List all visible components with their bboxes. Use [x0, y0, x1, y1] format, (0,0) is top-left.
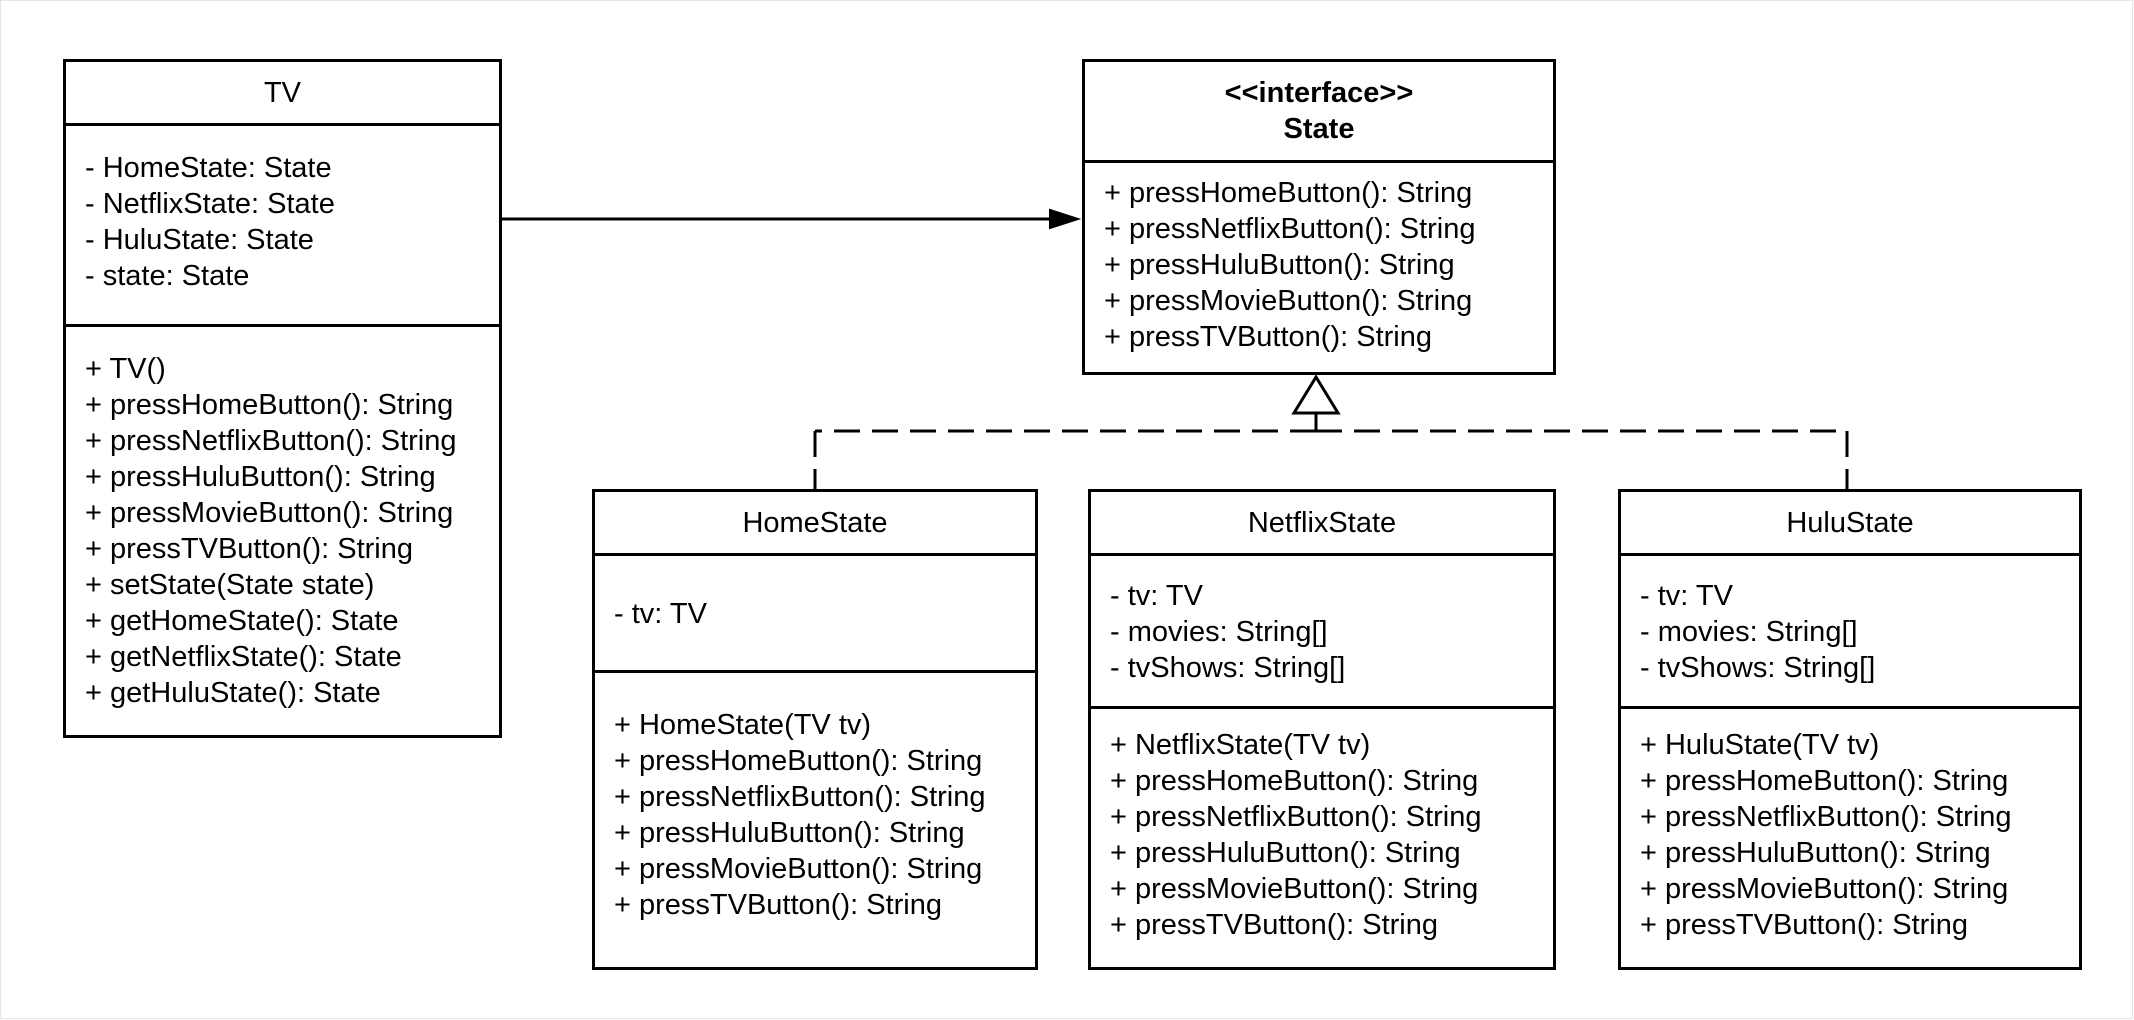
- operation: + TV(): [85, 353, 166, 385]
- class-tv-title: TV: [263, 76, 302, 109]
- attribute: - tv: TV: [1640, 580, 1733, 612]
- operation: + pressHuluButton(): String: [1104, 249, 1455, 281]
- attribute: - tvShows: String[]: [1640, 652, 1876, 684]
- class-hulustate-title: HuluState: [1786, 506, 1914, 539]
- class-hulustate-name: HuluState: [1621, 492, 2079, 556]
- operation: + pressTVButton(): String: [1640, 909, 1968, 941]
- class-homestate-attributes: - tv: TV: [595, 556, 1035, 673]
- class-homestate-title: HomeState: [742, 506, 888, 539]
- operation: + pressHomeButton(): String: [85, 389, 454, 421]
- class-hulustate-attributes: - tv: TV - movies: String[] - tvShows: S…: [1621, 556, 2079, 709]
- attribute: - HomeState: State: [85, 152, 332, 184]
- class-tv-attributes: - HomeState: State - NetflixState: State…: [66, 126, 499, 327]
- class-hulustate-operations: + HuluState(TV tv) + pressHomeButton(): …: [1621, 709, 2079, 967]
- attribute: - tv: TV: [614, 598, 707, 630]
- class-netflixstate-title: NetflixState: [1247, 506, 1397, 539]
- operation: + pressNetflixButton(): String: [614, 781, 986, 813]
- operation: + pressTVButton(): String: [614, 889, 942, 921]
- operation: + pressNetflixButton(): String: [1640, 801, 2012, 833]
- attribute: - tvShows: String[]: [1110, 652, 1346, 684]
- class-homestate-operations: + HomeState(TV tv) + pressHomeButton(): …: [595, 673, 1035, 967]
- interface-state-title: State: [1283, 113, 1355, 145]
- operation: + pressHuluButton(): String: [85, 461, 436, 493]
- attribute: - NetflixState: State: [85, 188, 335, 220]
- operation: + NetflixState(TV tv): [1110, 729, 1371, 761]
- operation: + pressNetflixButton(): String: [1110, 801, 1482, 833]
- attribute: - movies: String[]: [1110, 616, 1328, 648]
- operation: + pressMovieButton(): String: [1640, 873, 2009, 905]
- class-tv: TV - HomeState: State - NetflixState: St…: [63, 59, 502, 738]
- class-tv-name: TV: [66, 62, 499, 126]
- class-hulustate: HuluState - tv: TV - movies: String[] - …: [1618, 489, 2082, 970]
- interface-state-name: <<interface>> State: [1085, 62, 1553, 163]
- operation: + getHomeState(): State: [85, 605, 399, 637]
- operation: + pressHuluButton(): String: [1640, 837, 1991, 869]
- class-netflixstate-operations: + NetflixState(TV tv) + pressHomeButton(…: [1091, 709, 1553, 967]
- association-arrowhead-icon: [1049, 208, 1082, 230]
- operation: + pressHomeButton(): String: [614, 745, 983, 777]
- operation: + getNetflixState(): State: [85, 641, 402, 673]
- realization-triangle-icon: [1291, 374, 1341, 415]
- class-netflixstate: NetflixState - tv: TV - movies: String[]…: [1088, 489, 1556, 970]
- class-homestate: HomeState - tv: TV + HomeState(TV tv) + …: [592, 489, 1038, 970]
- attribute: - HuluState: State: [85, 224, 314, 256]
- attribute: - movies: String[]: [1640, 616, 1858, 648]
- operation: + pressHuluButton(): String: [614, 817, 965, 849]
- operation: + setState(State state): [85, 569, 375, 601]
- operation: + pressTVButton(): String: [1104, 321, 1432, 353]
- interface-stereotype: <<interface>>: [1224, 77, 1414, 109]
- attribute: - tv: TV: [1110, 580, 1203, 612]
- interface-state: <<interface>> State + pressHomeButton():…: [1082, 59, 1556, 375]
- operation: + pressHomeButton(): String: [1110, 765, 1479, 797]
- class-netflixstate-name: NetflixState: [1091, 492, 1553, 556]
- attribute: - state: State: [85, 260, 250, 292]
- operation: + pressHuluButton(): String: [1110, 837, 1461, 869]
- operation: + pressMovieButton(): String: [614, 853, 983, 885]
- operation: + HomeState(TV tv): [614, 709, 872, 741]
- operation: + pressHomeButton(): String: [1104, 177, 1473, 209]
- operation: + pressTVButton(): String: [1110, 909, 1438, 941]
- operation: + pressTVButton(): String: [85, 533, 413, 565]
- interface-state-operations: + pressHomeButton(): String + pressNetfl…: [1085, 163, 1553, 372]
- realization-connector: [813, 413, 1849, 489]
- operation: + pressNetflixButton(): String: [85, 425, 457, 457]
- operation: + pressHomeButton(): String: [1640, 765, 2009, 797]
- class-homestate-name: HomeState: [595, 492, 1035, 556]
- operation: + pressNetflixButton(): String: [1104, 213, 1476, 245]
- operation: + pressMovieButton(): String: [85, 497, 454, 529]
- operation: + pressMovieButton(): String: [1110, 873, 1479, 905]
- class-tv-operations: + TV() + pressHomeButton(): String + pre…: [66, 327, 499, 735]
- class-netflixstate-attributes: - tv: TV - movies: String[] - tvShows: S…: [1091, 556, 1553, 709]
- operation: + pressMovieButton(): String: [1104, 285, 1473, 317]
- operation: + getHuluState(): State: [85, 677, 381, 709]
- operation: + HuluState(TV tv): [1640, 729, 1880, 761]
